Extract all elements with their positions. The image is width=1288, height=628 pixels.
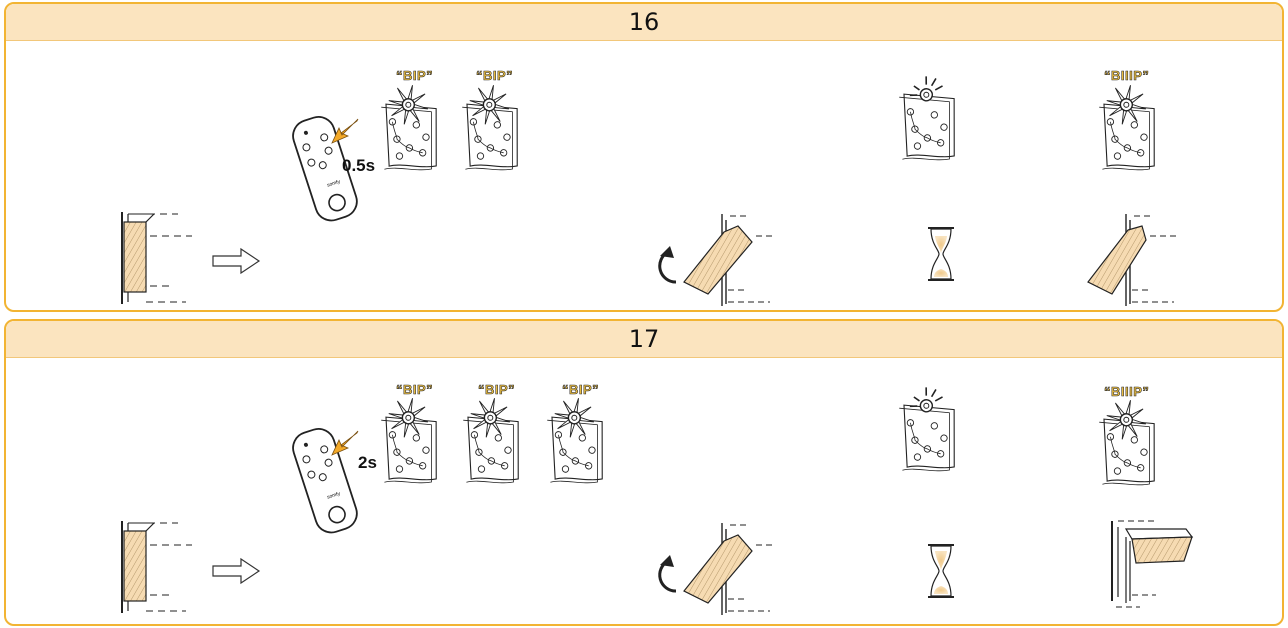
- final-beep-label: “BIIIP”: [1104, 384, 1150, 400]
- door-closed-icon: [121, 212, 192, 304]
- receiver-board-icon: [381, 398, 437, 484]
- press-duration-label: 2s: [358, 453, 377, 472]
- receiver-board-icon: [463, 398, 519, 484]
- beep-label: “BIP”: [478, 382, 516, 398]
- beep-label: “BIP”: [476, 68, 514, 84]
- svg-text:somfy: somfy: [326, 179, 341, 189]
- step-17-panel: 17 somfy 2s “BIP” “BIP”: [4, 319, 1284, 626]
- receiver-board-icon: [547, 398, 603, 484]
- step-number: 16: [628, 8, 660, 36]
- door-opening-icon: [683, 523, 774, 615]
- beep-label: “BIP”: [396, 68, 434, 84]
- hourglass-icon: [928, 227, 954, 281]
- right-arrow-icon: [212, 247, 261, 275]
- receiver-blinking-icon: [899, 387, 955, 472]
- remote-control-icon[interactable]: somfy: [284, 109, 364, 229]
- door-opening-icon: [683, 214, 774, 306]
- rotate-arrow-icon: [658, 246, 677, 284]
- press-indicator-icon: [331, 118, 359, 144]
- press-indicator-icon: [331, 430, 359, 456]
- final-beep-label: “BIIIP”: [1104, 68, 1150, 84]
- receiver-board-icon: [1099, 400, 1155, 486]
- right-arrow-icon: [212, 557, 261, 585]
- step-16-panel: 16 somfy 0.5s “BIP”: [4, 2, 1284, 312]
- remote-control-icon[interactable]: somfy: [284, 421, 364, 541]
- press-duration-label: 0.5s: [342, 156, 376, 175]
- receiver-board-icon: [381, 85, 437, 171]
- svg-text:somfy: somfy: [326, 491, 341, 501]
- beep-label: “BIP”: [396, 382, 434, 398]
- hourglass-icon: [928, 544, 954, 598]
- beep-label: “BIP”: [562, 382, 600, 398]
- rotate-arrow-icon: [658, 555, 677, 593]
- step-header: 17: [6, 321, 1282, 358]
- step-number: 17: [628, 325, 660, 353]
- receiver-board-icon: [462, 85, 518, 171]
- door-open-icon: [1111, 520, 1194, 608]
- step-header: 16: [6, 4, 1282, 41]
- receiver-blinking-icon: [899, 76, 955, 161]
- door-closed-icon: [121, 521, 192, 613]
- door-half-open-icon: [1087, 214, 1178, 306]
- receiver-board-icon: [1099, 85, 1155, 171]
